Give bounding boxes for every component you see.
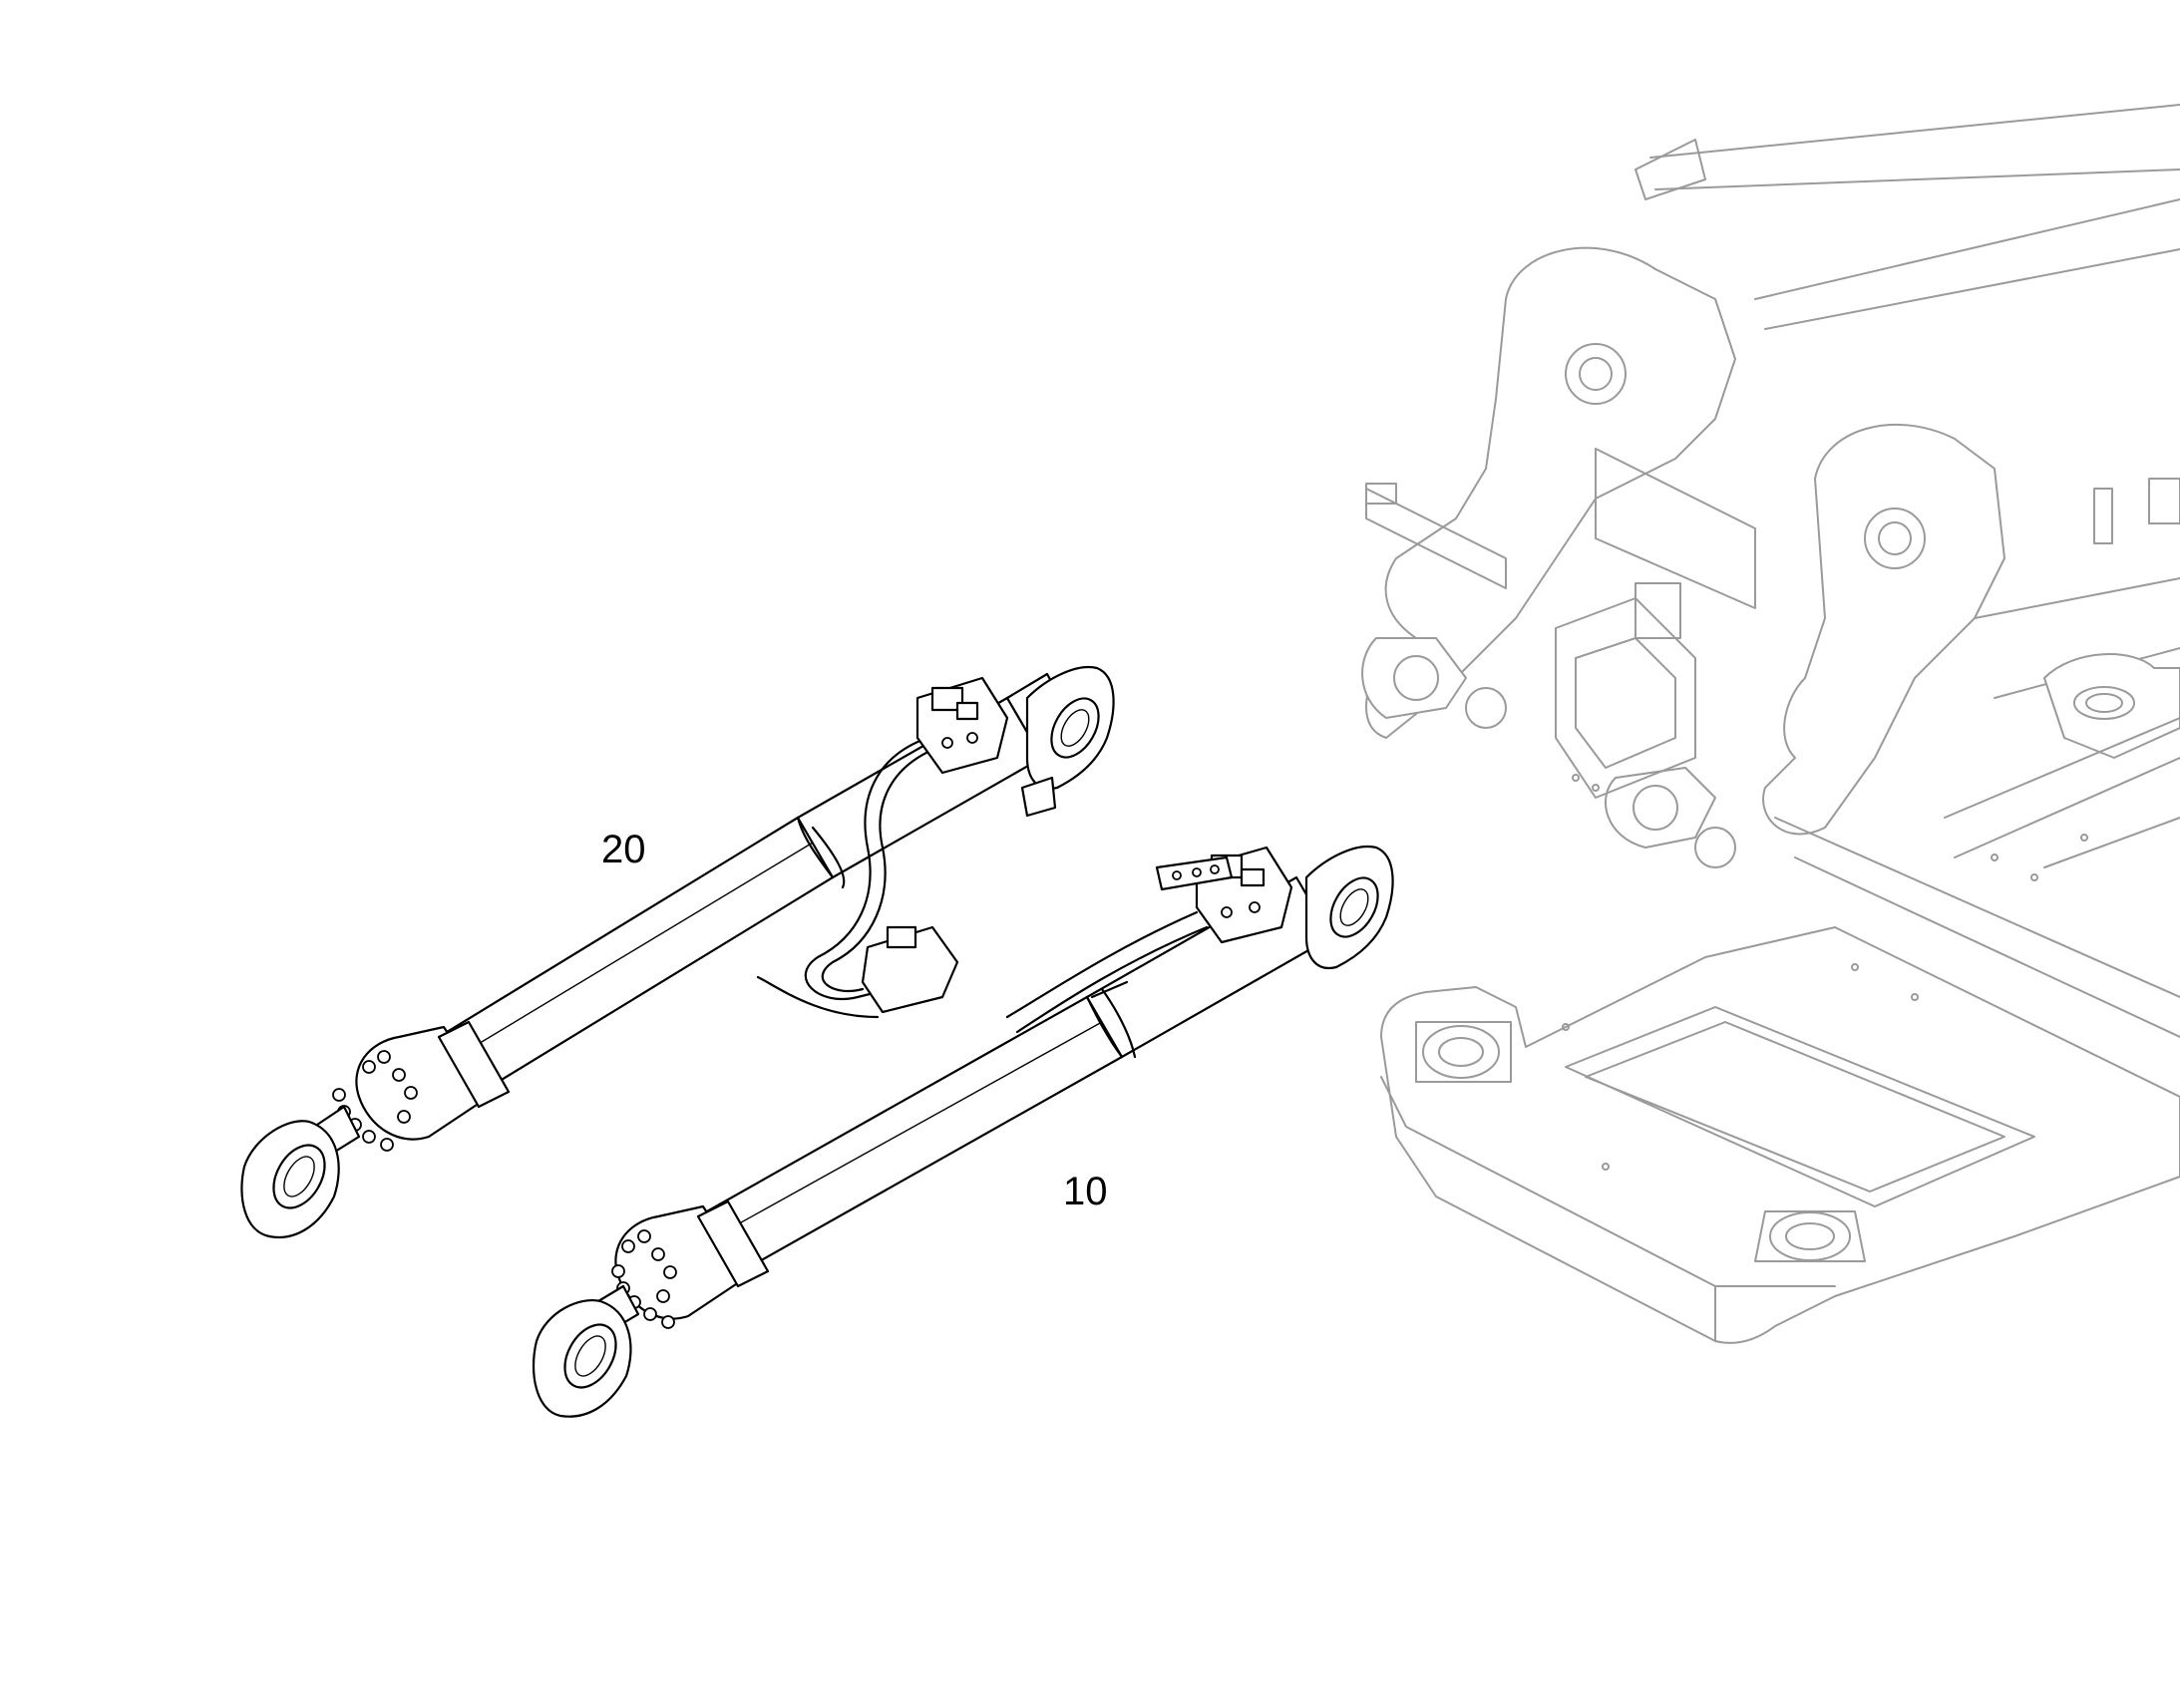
machine-frame-background [1361,104,2180,1344]
hydraulic-cylinder-10 [533,845,1394,1418]
callout-label-20: 20 [601,828,646,871]
callout-label-10: 10 [1063,1170,1108,1213]
hydraulic-cylinder-20 [240,665,1115,1239]
